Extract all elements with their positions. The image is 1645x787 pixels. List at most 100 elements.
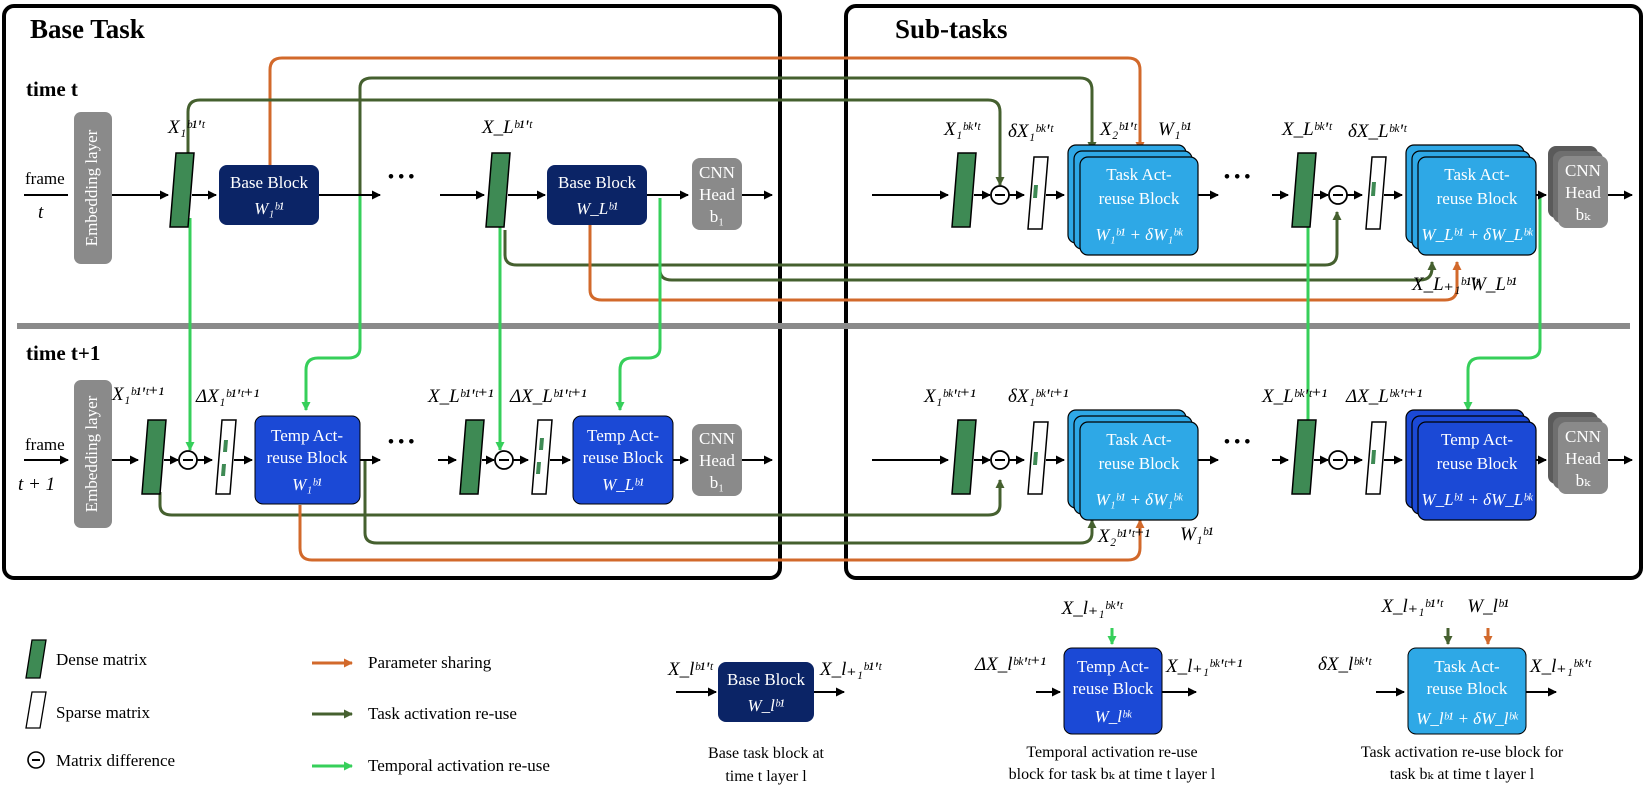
label-DxL-b1-t1: ΔX_Lᵇ¹'ᵗ⁺¹ [509, 386, 587, 407]
bottom-base-block-label: Base Block [727, 670, 805, 689]
cnn-head-bk-t1-l1: CNN [1565, 427, 1601, 446]
task-reuse-x1-t1-link [158, 479, 1005, 517]
temp-block-sub-t1 [1417, 421, 1537, 521]
base-block-L-t-weight: W_Lᵇ¹ [576, 199, 618, 218]
sparse-dot [221, 464, 226, 476]
legend-dense-icon [25, 639, 47, 679]
base-block-1-t-weight: W₁ᵇ¹ [254, 199, 284, 218]
sparse-dot [536, 462, 541, 474]
legend-task-reuse-label: Task activation re-use [368, 704, 517, 723]
bottom-temp-block-weight: W_lᵇᵏ [1095, 707, 1133, 726]
bottom-temp-caption-2: block for task bₖ at time t layer l [1009, 766, 1216, 783]
temp-block-1-t1-weight: W₁ᵇ¹ [292, 475, 322, 494]
label-Dx1-b1-t1: ΔX₁ᵇ¹'ᵗ⁺¹ [195, 386, 259, 407]
sparse-dot [1371, 450, 1376, 464]
label-dx1-bk-t1: δX₁ᵇᵏ'ᵗ⁺¹ [1008, 386, 1069, 407]
task-block-1-t1-weight: W₁ᵇ¹ + δW₁ᵇᵏ [1095, 490, 1183, 509]
cnn-head-b1-t-l3: b₁ [710, 207, 724, 226]
label-wL-b1: W_Lᵇ¹ [1470, 274, 1517, 295]
cnn-head-bk-t1 [1558, 422, 1608, 494]
bottom-task-block-l1: Task Act- [1434, 657, 1500, 676]
label-xL-bk-t1: X_Lᵇᵏ'ᵗ⁺¹ [1261, 386, 1327, 407]
cnn-head-b1-t1-l3: b₁ [710, 473, 724, 492]
bottom-temp-out-label: X_l₊₁ᵇᵏ'ᵗ⁺¹ [1165, 656, 1243, 677]
temp-block-L-t1-l1: Temp Act- [587, 426, 659, 445]
label-x1-b1-t: X₁ᵇ¹'ᵗ [167, 117, 206, 138]
base-block-1-t [219, 165, 319, 225]
label-xL-b1-t1: X_Lᵇ¹'ᵗ⁺¹ [427, 386, 494, 407]
cnn-head-b1-t-l2: Head [699, 185, 735, 204]
temp-block-L-t1-l2: reuse Block [583, 448, 664, 467]
label-dx1-bk-t: δX₁ᵇᵏ'ᵗ [1008, 121, 1055, 142]
frame-t-symbol: t [38, 202, 44, 223]
task-block-1-t-weight: W₁ᵇ¹ + δW₁ᵇᵏ [1095, 225, 1183, 244]
temp-block-L-t1-weight: W_Lᵇ¹ [602, 475, 644, 494]
dense-matrix-sub-x1-t1 [951, 419, 977, 495]
task-block-L-t-l1: Task Act- [1444, 165, 1510, 184]
sparse-matrix-dxL-t1 [531, 419, 553, 495]
bottom-temp-top-label: X_l₊₁ᵇᵏ'ᵗ [1061, 598, 1125, 619]
ellipsis-t1: • • • [388, 432, 414, 451]
bottom-task-top1-label: X_l₊₁ᵇ¹'ᵗ [1380, 596, 1444, 617]
task-reuse-x2-link [358, 76, 1097, 195]
temp-reuse-sub-block-link [1463, 195, 1542, 411]
task-block-1-t-l2: reuse Block [1099, 189, 1180, 208]
legend-dense-label: Dense matrix [56, 650, 148, 669]
bottom-base-out-label: X_l₊₁ᵇ¹'ᵗ [819, 659, 883, 680]
sub-tasks-title: Sub-tasks [895, 14, 1008, 44]
bottom-base-block-weight: W_lᵇ¹ [747, 696, 784, 715]
label-xL1-b1-t: X_L₊₁ᵇ¹'ᵗ [1411, 274, 1480, 295]
sparse-dot [1033, 185, 1038, 198]
legend-sparse-label: Sparse matrix [56, 703, 150, 722]
time-t-label: time t [26, 77, 78, 101]
temp-reuse-blockL-link [615, 198, 662, 411]
dense-matrix-x1-t1 [141, 419, 167, 495]
temp-block-sub-t1-l1: Temp Act- [1441, 430, 1513, 449]
task-block-L-t-weight: W_Lᵇ¹ + δW_Lᵇᵏ [1421, 225, 1533, 244]
embedding-layer-t-label: Embedding layer [82, 129, 101, 246]
temp-reuse-block1-link [301, 195, 362, 411]
frame-t-label: frame [25, 169, 65, 188]
sparse-matrix-sub-dxL-t1 [1365, 421, 1387, 495]
task-reuse-xL1-link [658, 198, 1437, 282]
bottom-temp-block-l1: Temp Act- [1077, 657, 1149, 676]
bottom-base-caption-2: time t layer l [725, 768, 807, 785]
cnn-head-b1-t-l1: CNN [699, 163, 735, 182]
task-block-1-t1-l2: reuse Block [1099, 454, 1180, 473]
param-share-w1-t1-link [298, 505, 1145, 562]
bottom-base-block [718, 662, 814, 722]
legend-diff-label: Matrix difference [56, 751, 175, 770]
sparse-dot [539, 438, 544, 450]
sparse-dot [223, 440, 228, 452]
bottom-task-caption-1: Task activation re-use block for [1361, 744, 1564, 761]
dense-matrix-sub-x1-t [951, 152, 977, 228]
bottom-base-caption-1: Base task block at [708, 745, 825, 762]
base-block-L-t-label: Base Block [558, 173, 636, 192]
task-reuse-x1-link [186, 98, 1005, 186]
cnn-head-bk-t-l1: CNN [1565, 161, 1601, 180]
dense-matrix-xL-t [485, 152, 511, 228]
ellipsis-sub-t: • • • [1224, 167, 1250, 186]
label-DxL-bk-t1: ΔX_Lᵇᵏ'ᵗ⁺¹ [1345, 386, 1423, 407]
time-t1-label: time t+1 [26, 341, 100, 365]
task-reuse-xL-link [503, 211, 1342, 267]
bottom-task-top2-label: W_lᵇ¹ [1467, 596, 1509, 617]
bottom-task-block-weight: W_lᵇ¹ + δW_lᵇᵏ [1416, 709, 1519, 728]
label-x1-bk-t1: X₁ᵇᵏ'ᵗ⁺¹ [923, 386, 976, 407]
bottom-base-in-label: X_lᵇ¹'ᵗ [667, 659, 714, 680]
bottom-temp-block-l2: reuse Block [1073, 679, 1154, 698]
embedding-layer-t1 [74, 380, 112, 528]
embedding-layer-t1-label: Embedding layer [82, 395, 101, 512]
frame-t1-label: frame [25, 435, 65, 454]
ellipsis-sub-t1: • • • [1224, 432, 1250, 451]
sparse-matrix-sub-dx1-t [1027, 156, 1049, 230]
sparse-matrix-dx1-t1 [215, 419, 237, 495]
sparse-matrix-sub-dx1-t1 [1027, 421, 1049, 495]
label-x1-b1-t1: X₁ᵇ¹'ᵗ⁺¹ [111, 384, 164, 405]
dense-matrix-sub-xL-t1 [1291, 419, 1317, 495]
label-x2-b1-t1: X₂ᵇ¹'ᵗ⁺¹ [1097, 526, 1150, 547]
cnn-head-bk-t [1558, 156, 1608, 228]
bottom-task-in-label: δX_lᵇᵏ'ᵗ [1318, 654, 1373, 675]
temp-block-1-t1-l1: Temp Act- [271, 426, 343, 445]
